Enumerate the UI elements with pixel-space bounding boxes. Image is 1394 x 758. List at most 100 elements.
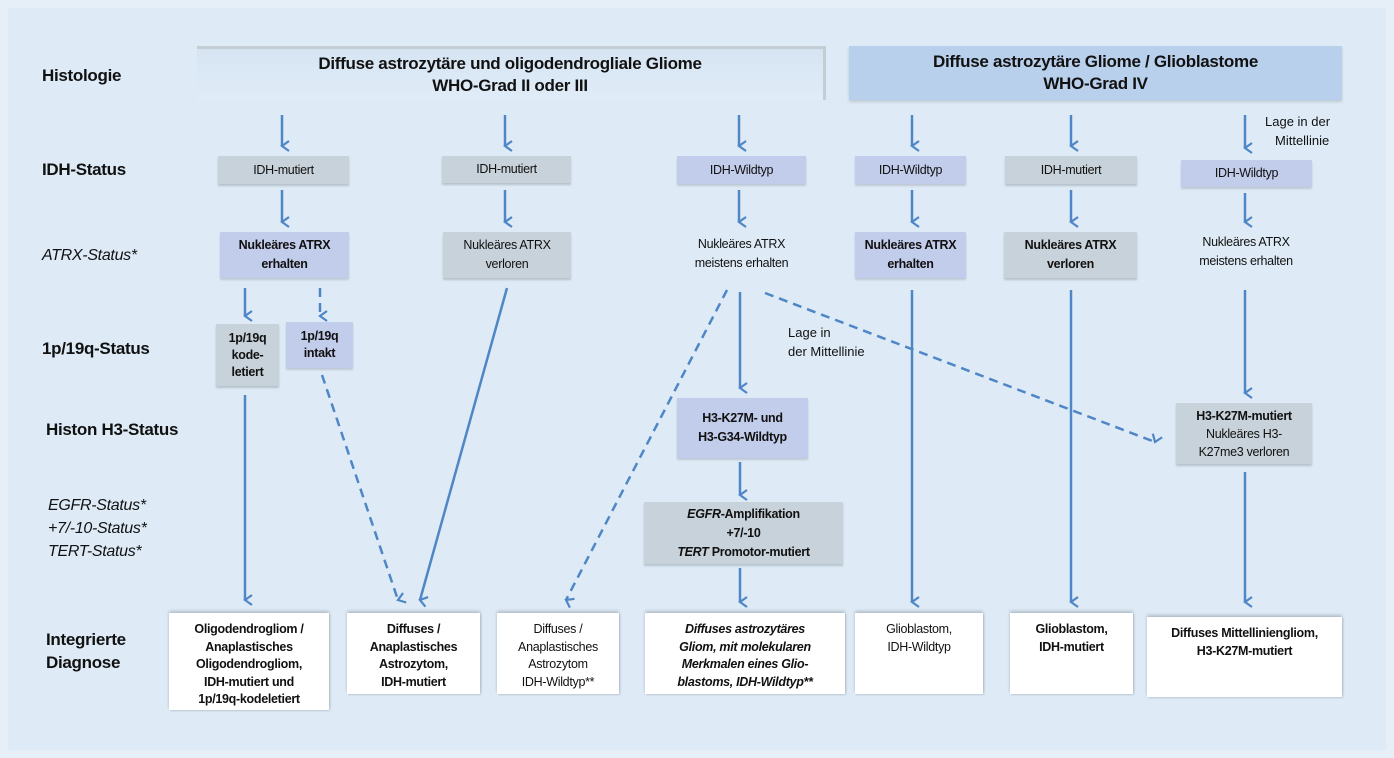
1p19q-intakt-box: 1p/19q intakt: [286, 322, 353, 368]
diagnosis-line: Astrozytom: [528, 657, 588, 671]
kode-line1: 1p/19q: [228, 330, 267, 345]
egfr-tert-box: EGFR-Amplifikation +7/-10 TERT Promotor-…: [644, 502, 843, 564]
kode-line3: letiert: [231, 364, 264, 379]
h3-mut-line3: K27me3 verloren: [1198, 444, 1290, 459]
intakt-line1: 1p/19q: [300, 329, 339, 343]
diagnosis-box-7: Diffuses Mittelliniengliom, H3-K27M-mutie…: [1147, 617, 1342, 697]
atrx-4-line1: Nukleäres ATRX: [864, 238, 957, 252]
h3-wt-line1: H3-K27M- und: [702, 411, 783, 425]
note-center-line2: der Mittellinie: [788, 344, 865, 359]
atrx-1-line2: erhalten: [261, 257, 308, 271]
diagnosis-line: IDH-Wildtyp: [887, 639, 951, 654]
atrx-6-line2: meistens erhalten: [1199, 254, 1293, 268]
atrx-5-line2: verloren: [1047, 257, 1094, 271]
header-right-line1: Diffuse astrozytäre Gliome / Glioblastom…: [933, 52, 1258, 71]
atrx-6-line1: Nukleäres ATRX: [1202, 235, 1290, 249]
atrx-1-line1: Nukleäres ATRX: [238, 238, 331, 252]
plus7-text: +7/-10: [726, 525, 761, 540]
atrx-5-line1: Nukleäres ATRX: [1024, 238, 1117, 252]
diagnosis-line: IDH-mutiert und: [204, 674, 294, 689]
diagnosis-line: Astrozytom,: [379, 657, 448, 671]
intakt-line2: intakt: [303, 346, 336, 360]
diagnosis-box-5: Glioblastom, IDH-Wildtyp: [855, 613, 983, 694]
diagnosis-line: Anaplastisches: [205, 639, 293, 654]
note-center-line1: Lage in: [788, 325, 831, 340]
diagnosis-box-6: Glioblastom, IDH-mutiert: [1010, 613, 1133, 694]
note-midline-center: Lage in der Mittellinie: [788, 323, 865, 361]
idh-box-6: IDH-Wildtyp: [1181, 160, 1312, 187]
diagnosis-line: Glioblastom,: [886, 622, 952, 636]
idh-box-5: IDH-mutiert: [1005, 156, 1137, 184]
header-grade-2-3: Diffuse astrozytäre und oligodendroglial…: [197, 46, 826, 100]
dashed-arrow: [764, 291, 1163, 444]
row-label-7-10: +7/-10-Status*: [48, 520, 147, 537]
diagnosis-line: Diffuses /: [533, 622, 583, 636]
diagnosis-line: blastoms, IDH-Wildtyp**: [677, 674, 813, 689]
h3-wt-line2: H3-G34-Wildtyp: [698, 430, 787, 444]
row-label-atrx: ATRX-Status*: [42, 247, 137, 264]
note-right-line2: Mittellinie: [1275, 133, 1330, 148]
idh-box-2: IDH-mutiert: [442, 156, 571, 183]
diagnosis-line: Anaplastisches: [518, 639, 598, 654]
atrx-2-line2: verloren: [485, 257, 529, 271]
diagnosis-line: Merkmalen eines Glio-: [681, 657, 809, 671]
row-label-tert: TERT-Status*: [48, 543, 142, 560]
diagnosis-line: Diffuses /: [386, 622, 441, 636]
diagnosis-line: Gliom, mit molekularen: [679, 639, 811, 654]
kode-line2: kode-: [231, 347, 264, 362]
arrow: [418, 287, 509, 608]
diagnosis-line: IDH-mutiert: [381, 674, 446, 689]
row-label-idh: IDH-Status: [42, 160, 126, 179]
header-right-line2: WHO-Grad IV: [1043, 74, 1148, 93]
h3-mut-line1: H3-K27M-mutiert: [1196, 408, 1292, 423]
dashed-arrow: [320, 374, 407, 604]
atrx-box-1: Nukleäres ATRX erhalten: [220, 232, 349, 278]
idh-box-4: IDH-Wildtyp: [855, 156, 966, 184]
idh-box-1: IDH-mutiert: [218, 156, 349, 184]
header-left-line2: WHO-Grad II oder III: [432, 75, 588, 95]
diagnosis-5-text: Glioblastom, IDH-Wildtyp: [886, 621, 952, 656]
row-label-egfr: EGFR-Status*: [48, 497, 146, 514]
atrx-3-line2: meistens erhalten: [694, 256, 789, 270]
diagnosis-line: IDH-Wildtyp**: [521, 674, 595, 689]
diagnosis-6-text: Glioblastom, IDH-mutiert: [1035, 621, 1107, 656]
diagnosis-line: H3-K27M-mutiert: [1196, 643, 1293, 658]
tert-text: TERT: [677, 544, 709, 559]
row-label-1p19q: 1p/19q-Status: [42, 339, 150, 358]
note-midline-right: Lage in der Mittellinie: [1265, 112, 1330, 150]
diagnosis-line: Diffuses Mittelliniengliom,: [1171, 626, 1318, 640]
diagnosis-line: 1p/19q-kodeletiert: [198, 692, 300, 706]
promotor-text: Promotor-mutiert: [708, 544, 810, 559]
diagnosis-line: Glioblastom,: [1035, 622, 1108, 636]
row-label-diagnose: Diagnose: [46, 653, 121, 672]
row-label-h3: Histon H3-Status: [46, 420, 179, 439]
diagnosis-line: Anaplastisches: [369, 639, 458, 654]
atrx-box-2: Nukleäres ATRX verloren: [443, 232, 571, 278]
atrx-box-5: Nukleäres ATRX verloren: [1004, 232, 1137, 278]
idh-box-3: IDH-Wildtyp: [677, 156, 806, 184]
atrx-3-line1: Nukleäres ATRX: [697, 237, 786, 251]
amp-text: -Amplifikation: [720, 506, 800, 521]
row-label-integrierte: Integrierte: [46, 630, 126, 649]
atrx-text-3: Nukleäres ATRX meistens erhalten: [667, 234, 816, 274]
row-label-histologie: Histologie: [42, 66, 122, 85]
diagnosis-line: Oligodendrogliom /: [194, 622, 304, 636]
atrx-2-line1: Nukleäres ATRX: [463, 238, 551, 252]
diagnosis-line: Diffuses astrozytäres: [685, 622, 805, 636]
dashed-arrow: [564, 289, 729, 609]
header-grade-4: Diffuse astrozytäre Gliome / Glioblastom…: [849, 46, 1342, 100]
diagnosis-line: IDH-mutiert: [1039, 639, 1104, 654]
egfr-text: EGFR: [687, 506, 721, 521]
